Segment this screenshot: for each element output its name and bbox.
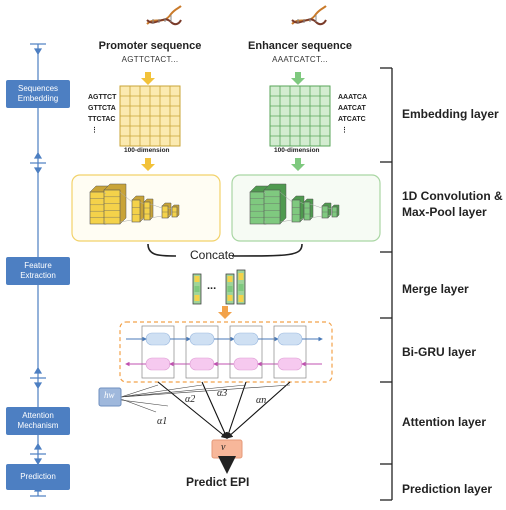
kmer: AATCAT bbox=[338, 105, 366, 112]
hw-query-line bbox=[120, 399, 169, 407]
enhancer-sequence: AAATCATCT... bbox=[272, 55, 328, 64]
hw-query-line bbox=[120, 384, 247, 398]
promoter-kmer-list: AGTTCT GTTCTA TTCTAC ⋮ bbox=[88, 92, 116, 136]
gru-forward-unit bbox=[145, 332, 171, 346]
gru-backward-unit bbox=[145, 357, 171, 371]
promoter-dimension-label: 100-dimension bbox=[124, 147, 170, 154]
conv-connector bbox=[327, 214, 333, 217]
merge-ellipsis: ... bbox=[207, 280, 217, 292]
kmer: TTCTAC bbox=[88, 116, 116, 123]
gru-forward-unit bbox=[277, 332, 303, 346]
promoter-embedding-grid bbox=[119, 85, 181, 147]
bigru-panel bbox=[119, 321, 333, 383]
concate-label: Concate bbox=[190, 248, 235, 262]
layer-label-bigru: Bi-GRU layer bbox=[402, 345, 477, 359]
gru-backward-unit bbox=[277, 357, 303, 371]
hw-label: hw bbox=[104, 390, 115, 400]
gru-forward-unit bbox=[233, 332, 259, 346]
conv-block bbox=[143, 201, 151, 221]
conv-connector bbox=[263, 191, 267, 195]
layer-label-embedding: Embedding layer bbox=[402, 107, 499, 121]
layer-bracket bbox=[380, 67, 393, 501]
alpha-1-label: α1 bbox=[157, 416, 168, 427]
kmer: GTTCTA bbox=[88, 105, 116, 112]
enhancer-kmer-list: AAATCA AATCAT ATCATC ⋮ bbox=[338, 92, 367, 136]
kmer-ellipsis: ⋮ bbox=[91, 127, 98, 134]
layer-label-prediction: Prediction layer bbox=[402, 482, 493, 496]
stage-sequences-embedding: Sequences Embedding bbox=[6, 80, 70, 108]
conv-block bbox=[131, 199, 141, 223]
promoter-sequence: AGTTCTACT... bbox=[121, 55, 179, 64]
layer-label-attention: Attention layer bbox=[402, 415, 487, 429]
kmer: ATCATC bbox=[338, 116, 366, 123]
merged-vectors bbox=[192, 269, 246, 305]
hw-query-line bbox=[120, 384, 291, 398]
conv-connector bbox=[167, 207, 173, 210]
gru-backward-unit bbox=[189, 357, 215, 371]
conv-connector bbox=[279, 191, 293, 203]
v-label: v bbox=[221, 442, 226, 453]
conv-connector bbox=[299, 201, 305, 205]
gru-cell-frame bbox=[141, 325, 175, 379]
conv-block bbox=[263, 189, 281, 225]
kmer-ellipsis: ⋮ bbox=[341, 127, 348, 134]
hw-query-line bbox=[120, 398, 157, 413]
conv-connector bbox=[309, 215, 323, 219]
conv-connector bbox=[139, 201, 145, 205]
dna-icon bbox=[146, 5, 182, 26]
conv-connector bbox=[149, 215, 163, 219]
conv-connector bbox=[299, 217, 305, 221]
dna-icon bbox=[291, 5, 327, 26]
gru-cell-frame bbox=[229, 325, 263, 379]
conv-connector bbox=[119, 191, 133, 203]
conv-block bbox=[291, 199, 301, 223]
enhancer-embedding-grid bbox=[269, 85, 331, 147]
promoter-conv-blocks bbox=[89, 183, 180, 225]
conv-connector bbox=[103, 191, 107, 195]
hw-query-line bbox=[120, 384, 159, 398]
conv-connector bbox=[119, 219, 133, 223]
concate-bracket bbox=[147, 243, 303, 257]
attention-line bbox=[157, 381, 228, 439]
conv-block bbox=[89, 191, 107, 225]
alpha-3-label: α3 bbox=[217, 388, 228, 399]
conv-block bbox=[103, 189, 121, 225]
conv-connector bbox=[279, 219, 293, 223]
conv-connector bbox=[167, 214, 173, 217]
flow-arrows bbox=[141, 72, 305, 319]
conv-connector bbox=[309, 203, 323, 209]
attention-line bbox=[201, 381, 228, 440]
enhancer-dimension-label: 100-dimension bbox=[274, 147, 320, 154]
enhancer-conv-blocks bbox=[249, 183, 340, 225]
gru-cell-frame bbox=[273, 325, 307, 379]
stage-prediction: Prediction bbox=[6, 464, 70, 490]
bigru-cells bbox=[125, 325, 323, 379]
gru-backward-unit bbox=[233, 357, 259, 371]
hw-query-line bbox=[120, 384, 203, 398]
conv-connector bbox=[149, 203, 163, 209]
gru-forward-unit bbox=[189, 332, 215, 346]
kmer: AAATCA bbox=[338, 94, 368, 101]
stage-feature-extraction: Feature Extraction bbox=[6, 257, 70, 285]
v-box bbox=[211, 439, 243, 459]
conv-block bbox=[249, 191, 267, 225]
conv-connector bbox=[139, 217, 145, 221]
kmer: AGTTCT bbox=[88, 94, 117, 101]
predict-epi-label: Predict EPI bbox=[186, 475, 250, 489]
stage-attention-mechanism: Attention Mechanism bbox=[6, 407, 70, 435]
attention-line bbox=[226, 381, 291, 439]
conv-block bbox=[303, 201, 311, 221]
attention-connections bbox=[120, 381, 291, 440]
alpha-n-label: αn bbox=[256, 395, 267, 406]
layer-label-conv: 1D Convolution & Max-Pool layer bbox=[402, 189, 503, 219]
hw-box bbox=[98, 387, 122, 407]
conv-connector bbox=[327, 207, 333, 210]
gru-cell-frame bbox=[185, 325, 219, 379]
attention-line bbox=[225, 381, 247, 440]
enhancer-title: Enhancer sequence bbox=[248, 40, 352, 52]
promoter-title: Promoter sequence bbox=[98, 40, 202, 52]
alpha-2-label: α2 bbox=[185, 394, 196, 405]
layer-label-merge: Merge layer bbox=[402, 282, 469, 296]
